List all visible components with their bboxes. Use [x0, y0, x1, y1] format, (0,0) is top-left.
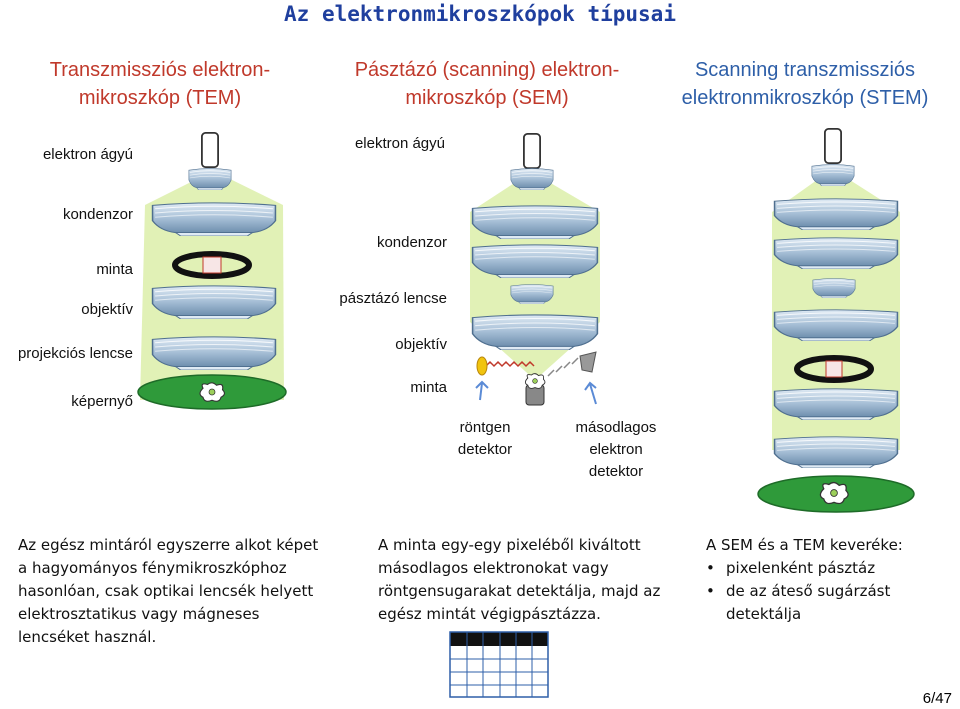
stem-scan-lens — [812, 278, 856, 298]
sem-column — [470, 133, 600, 406]
sem-condenser-lens-2 — [471, 244, 599, 278]
stem-bullet-1-text: pixelenként pásztáz — [726, 559, 876, 577]
sem-label-sample: minta — [410, 379, 447, 396]
tem-desc-line3: hasonlóan, csak optikai lencsék helyett — [18, 582, 314, 600]
sem-label-secondary-line2: elektron — [589, 441, 643, 458]
stem-bullet-3: detektálja — [706, 603, 903, 626]
sem-title: Pásztázó (scanning) elektron- mikroszkóp… — [322, 56, 652, 112]
stem-column — [757, 128, 915, 513]
sem-secondary-detector — [579, 351, 597, 373]
sem-secondary-electrons — [547, 357, 579, 377]
sem-title-line1: Pásztázó (scanning) elektron- — [354, 59, 620, 81]
tem-label-projection: projekciós lencse — [17, 345, 133, 362]
sem-label-condenser: kondenzor — [376, 234, 447, 251]
page-number: 6/47 — [922, 690, 952, 707]
stem-condenser-lens-1 — [773, 198, 899, 230]
tem-title: Transzmissziós elektron- mikroszkóp (TEM… — [22, 56, 298, 112]
tem-desc-line4: elektrosztatikus vagy mágneses — [18, 605, 260, 623]
bullet-icon: • — [706, 559, 715, 577]
sem-label-secondary-line1: másodlagos — [575, 419, 657, 436]
stem-projection-lens-2 — [773, 436, 899, 468]
tem-column — [137, 132, 287, 410]
tem-label-objective: objektív — [81, 301, 133, 318]
sem-scan-lens — [510, 284, 554, 304]
sem-desc-line4: egész mintát végigpásztázza. — [378, 605, 601, 623]
sem-xray-arrow — [475, 380, 489, 401]
stem-bullet-3-text: detektálja — [726, 605, 802, 623]
sem-xray-wave — [485, 360, 535, 368]
tem-image-icon — [199, 382, 226, 402]
stem-image-icon — [819, 481, 849, 505]
tem-projection-lens — [151, 336, 277, 370]
sem-label-secondary-line3: detektor — [588, 463, 644, 480]
sem-label-xray-line2: detektor — [457, 441, 513, 458]
stem-bullet-2: • de az áteső sugárzást — [706, 580, 903, 603]
page-title: Az elektronmikroszkópok típusai — [284, 2, 676, 26]
sem-secondary-arrow — [584, 381, 597, 405]
tem-condenser-lens — [151, 202, 277, 236]
tem-sample — [202, 256, 222, 274]
tem-label-condenser: kondenzor — [62, 206, 133, 223]
tem-gun-lens — [188, 168, 232, 190]
sem-label-objective: objektív — [395, 336, 447, 353]
sem-gun-lens — [510, 168, 554, 190]
stem-title-line2: elektronmikroszkóp (STEM) — [681, 87, 929, 109]
stem-condenser-lens-2 — [773, 237, 899, 269]
stem-objective-lens — [773, 309, 899, 341]
stem-desc-title: A SEM és a TEM keveréke: — [706, 536, 903, 554]
tem-label-gun: elektron ágyú — [42, 146, 133, 163]
stem-sample-holder — [794, 355, 874, 383]
tem-title-line2: mikroszkóp (TEM) — [78, 87, 242, 109]
tem-description: Az egész mintáról egyszerre alkot képet … — [18, 534, 318, 649]
stem-title: Scanning transzmissziós elektronmikroszk… — [660, 56, 950, 112]
sem-label-scan-lens: pásztázó lencse — [339, 290, 447, 307]
sem-condenser-lens-1 — [471, 205, 599, 239]
stem-gun-icon — [824, 128, 842, 164]
sem-label-secondary: másodlagos elektron detektor — [560, 417, 672, 483]
sem-xray-detector — [476, 356, 488, 376]
tem-label-sample: minta — [96, 261, 133, 278]
stem-gun-lens — [811, 164, 855, 186]
sem-title-line2: mikroszkóp (SEM) — [405, 87, 569, 109]
sem-gun-icon — [523, 133, 541, 169]
sem-desc-line2: másodlagos elektronokat vagy — [378, 559, 609, 577]
tem-sample-holder — [172, 251, 252, 279]
tem-label-screen: képernyő — [71, 393, 133, 410]
tem-desc-line2: a hagyományos fénymikroszkóphoz — [18, 559, 287, 577]
sem-description: A minta egy-egy pixeléből kiváltott máso… — [378, 534, 660, 626]
sem-desc-line1: A minta egy-egy pixeléből kiváltott — [378, 536, 641, 554]
sem-label-gun: elektron ágyú — [354, 135, 445, 152]
sem-objective-lens — [471, 314, 599, 350]
sem-desc-line3: röntgensugarakat detektálja, majd az — [378, 582, 661, 600]
tem-gun-icon — [201, 132, 219, 168]
pixel-grid — [449, 631, 549, 698]
tem-objective-lens — [151, 285, 277, 319]
stem-projection-lens-1 — [773, 388, 899, 420]
stem-sample — [825, 360, 843, 378]
tem-title-line1: Transzmissziós elektron- — [49, 59, 271, 81]
bullet-icon: • — [706, 582, 715, 600]
sem-sample-icon — [524, 373, 546, 389]
sem-label-xray: röntgen detektor — [440, 417, 530, 461]
sem-label-xray-line1: röntgen — [459, 419, 511, 436]
stem-bullet-2-text: de az áteső sugárzást — [726, 582, 891, 600]
stem-description: A SEM és a TEM keveréke: • pixelenként pá… — [706, 534, 903, 626]
tem-desc-line1: Az egész mintáról egyszerre alkot képet — [18, 536, 319, 554]
tem-desc-line5: lencséket használ. — [18, 628, 157, 646]
stem-title-line1: Scanning transzmissziós — [694, 59, 916, 81]
stem-bullet-1: • pixelenként pásztáz — [706, 557, 903, 580]
